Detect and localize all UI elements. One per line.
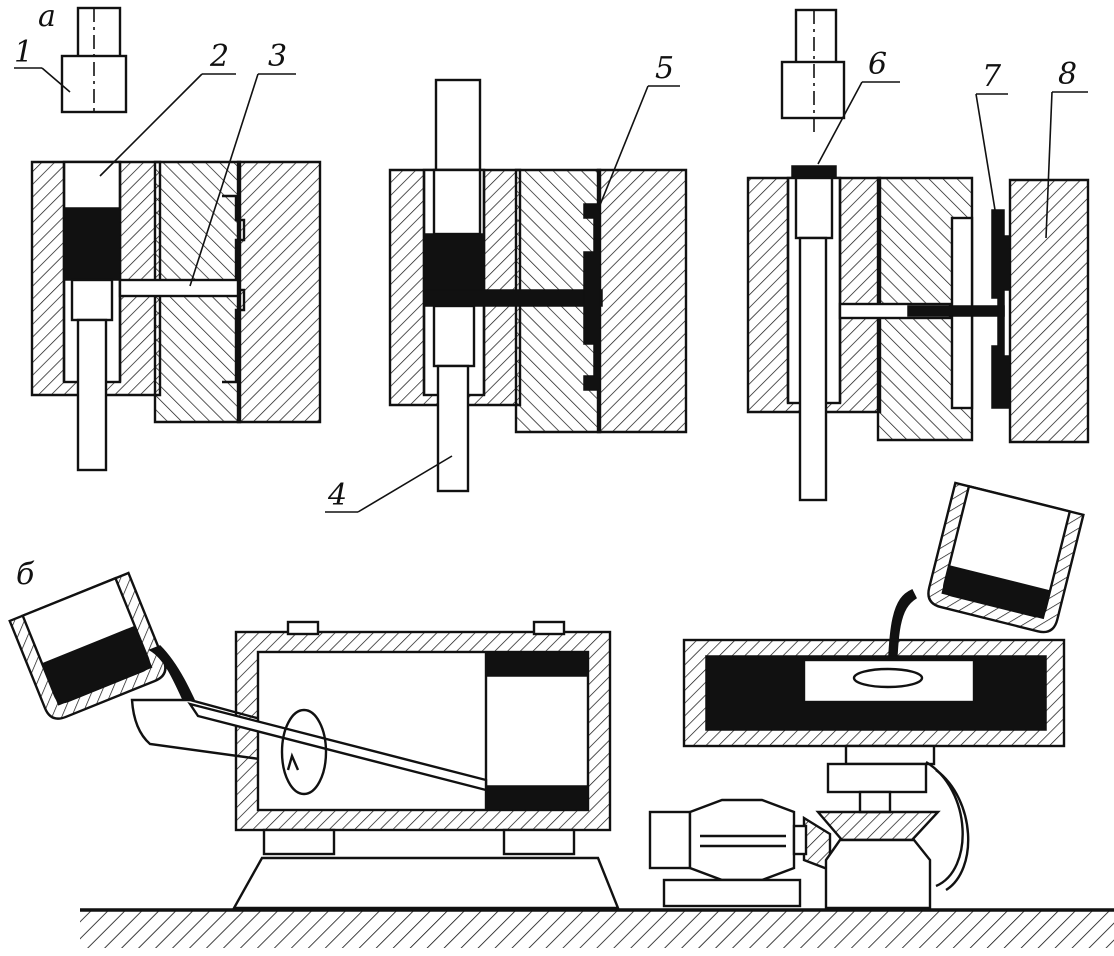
ground — [80, 908, 1114, 948]
upper-rod — [794, 8, 838, 67]
lower-piston — [70, 278, 114, 322]
rotation-arrow — [280, 708, 328, 796]
subfigure-label-a: а — [38, 0, 56, 34]
callout-1: 1 — [14, 35, 33, 70]
callout-8: 8 — [1058, 57, 1077, 92]
electric-motor — [648, 798, 808, 908]
gear-guard — [925, 760, 964, 888]
vertical-centrifugal-machine — [648, 481, 1085, 910]
pouring-ladle-right — [927, 481, 1085, 634]
labels: а б 1 2 3 4 5 6 7 8 — [14, 0, 1077, 592]
horizontal-centrifugal-machine — [8, 571, 620, 910]
mold-half-right — [1008, 178, 1090, 444]
stage-1-die-assembly — [30, 6, 322, 472]
roller-support — [262, 828, 336, 856]
spindle-flange — [844, 744, 936, 766]
upper-punch — [780, 60, 846, 120]
leader-lines — [14, 67, 1088, 513]
ejector-rod — [436, 364, 470, 493]
callout-7: 7 — [982, 59, 1002, 94]
callout-4: 4 — [327, 478, 347, 513]
top-lug — [532, 620, 566, 636]
ejector-rod — [798, 236, 828, 502]
residual-slug — [791, 165, 837, 179]
metal-charge — [63, 207, 121, 281]
ejected-casting — [991, 209, 1011, 409]
gearbox-housing — [824, 838, 932, 910]
filled-casting — [583, 203, 601, 391]
sprue-channel — [118, 278, 240, 298]
callout-5: 5 — [655, 51, 674, 86]
mold-half-right — [596, 168, 688, 434]
subfigure-label-b: б — [16, 557, 35, 592]
callout-3: 3 — [268, 39, 287, 74]
bevel-gear — [815, 810, 941, 842]
extracted-sprue — [907, 305, 1005, 317]
top-lug — [286, 620, 320, 636]
callout-2: 2 — [209, 39, 229, 74]
stage-3-die-assembly — [746, 8, 1090, 502]
metal-charge-pressed — [423, 233, 485, 291]
mold-half-right — [236, 160, 322, 424]
stage-2-die-assembly — [388, 78, 688, 493]
spindle-collar — [826, 762, 928, 794]
roller-support — [502, 828, 576, 856]
pouring-ladle-left — [8, 571, 167, 720]
upper-rod — [76, 6, 122, 60]
callout-6: 6 — [868, 47, 887, 82]
machine-base — [231, 856, 620, 910]
filled-runner — [423, 289, 603, 307]
spindle-shaft — [858, 790, 892, 814]
rotation-arrow — [852, 667, 924, 689]
